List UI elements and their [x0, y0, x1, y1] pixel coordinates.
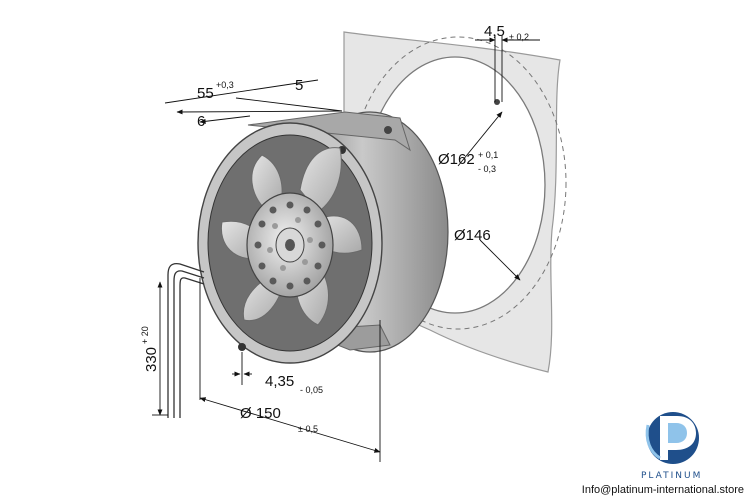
cable-leads: [167, 262, 205, 418]
platinum-logo: PLATINUM: [641, 412, 702, 481]
dim-rim-offset: 6: [197, 113, 205, 130]
flange-hole-top: [384, 126, 392, 134]
dim-cable-length: 330: [143, 347, 160, 372]
dim-mounting-hole: 4,35: [265, 373, 294, 390]
dim-mounting-hole-tol: - 0,05: [300, 385, 323, 395]
dim-cutout-max: Ø162: [438, 151, 475, 168]
fan-hub: [246, 192, 334, 298]
dim-cutout-max-tol-upper: + 0,1: [478, 150, 498, 160]
dim-hole-spacing: 4,5: [484, 23, 505, 40]
brand-name: PLATINUM: [641, 471, 702, 481]
dim-fan-diameter: Ø 150: [240, 405, 281, 422]
contact-email: Info@platinum-international.store: [581, 484, 744, 496]
dim-fan-diameter-tol: ± 0,5: [298, 424, 318, 434]
dim-depth-total-tol: +0,3: [216, 80, 234, 90]
dim-cutout-min: Ø146: [454, 227, 491, 244]
dim-hole-spacing-tol: ± 0,2: [509, 32, 529, 42]
dim-depth-total: 55: [197, 85, 214, 102]
panel-mounting-hole: [494, 99, 500, 105]
front-hole-bottom: [238, 343, 246, 351]
dim-flange-thickness: 5: [295, 77, 303, 94]
dim-cutout-max-tol-lower: - 0,3: [478, 164, 496, 174]
dim-cable-length-tol: + 20: [140, 326, 150, 344]
housing-top-flange: [247, 111, 411, 152]
dimension-lines: [152, 35, 540, 462]
dimension-labels: 55 +0,3 5 6 4,5 ± 0,2 Ø162 + 0,1 - 0,3 Ø…: [140, 23, 529, 434]
